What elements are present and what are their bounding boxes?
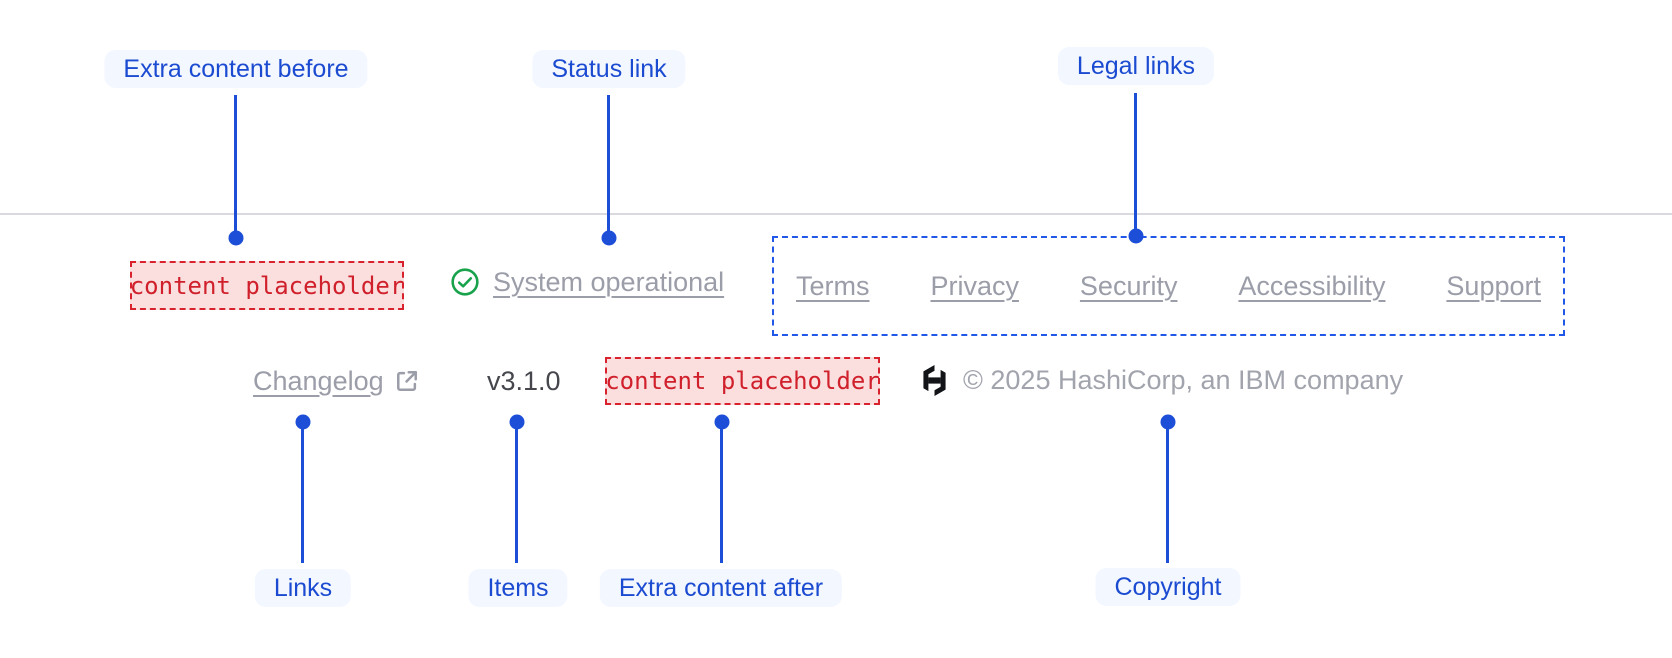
copyright: © 2025 HashiCorp, an IBM company xyxy=(921,355,1403,405)
version-label: v3.1.0 xyxy=(487,365,561,396)
version-item: v3.1.0 xyxy=(487,357,561,405)
extra-content-after-placeholder: content placeholder xyxy=(605,357,880,405)
legal-links-region: Terms Privacy Security Accessibility Sup… xyxy=(772,236,1565,336)
leader-dot-extra-content-before xyxy=(228,230,244,246)
annotation-copyright: Copyright xyxy=(1095,568,1241,607)
placeholder-text: content placeholder xyxy=(605,367,880,395)
leader-line-copyright xyxy=(1166,422,1169,563)
legal-link-accessibility[interactable]: Accessibility xyxy=(1238,270,1386,301)
leader-line-extra-content-before xyxy=(234,95,237,238)
leader-line-legal-links xyxy=(1134,93,1137,236)
placeholder-text: content placeholder xyxy=(129,271,405,300)
annotation-extra-content-before: Extra content before xyxy=(104,50,368,89)
annotation-legal-links: Legal links xyxy=(1057,47,1215,86)
extra-content-before-placeholder: content placeholder xyxy=(130,261,404,310)
leader-dot-legal-links xyxy=(1128,228,1144,244)
changelog-link-label[interactable]: Changelog xyxy=(253,365,384,396)
annotation-links: Links xyxy=(254,569,352,608)
check-circle-icon xyxy=(450,267,480,297)
leader-line-items xyxy=(515,422,518,563)
leader-line-links xyxy=(301,422,304,563)
status-link[interactable]: System operational xyxy=(450,260,724,304)
copyright-text: © 2025 HashiCorp, an IBM company xyxy=(963,364,1404,395)
leader-dot-copyright xyxy=(1160,414,1176,430)
legal-link-privacy[interactable]: Privacy xyxy=(930,270,1019,301)
leader-line-extra-content-after xyxy=(720,422,723,563)
leader-dot-status-link xyxy=(601,230,617,246)
legal-link-terms[interactable]: Terms xyxy=(796,270,870,301)
annotation-items: Items xyxy=(468,569,568,608)
status-link-label[interactable]: System operational xyxy=(493,266,725,297)
leader-dot-extra-content-after xyxy=(714,414,730,430)
hashicorp-logo xyxy=(921,364,948,396)
annotation-status-link: Status link xyxy=(532,50,686,89)
legal-link-support[interactable]: Support xyxy=(1446,270,1541,301)
legal-link-security[interactable]: Security xyxy=(1079,270,1178,301)
leader-dot-links xyxy=(295,414,311,430)
changelog-link[interactable]: Changelog xyxy=(253,357,419,405)
external-link-icon xyxy=(395,369,419,393)
leader-line-status-link xyxy=(607,95,610,238)
annotation-extra-content-after: Extra content after xyxy=(599,569,843,608)
leader-dot-items xyxy=(509,414,525,430)
footer-top-divider xyxy=(0,213,1672,215)
